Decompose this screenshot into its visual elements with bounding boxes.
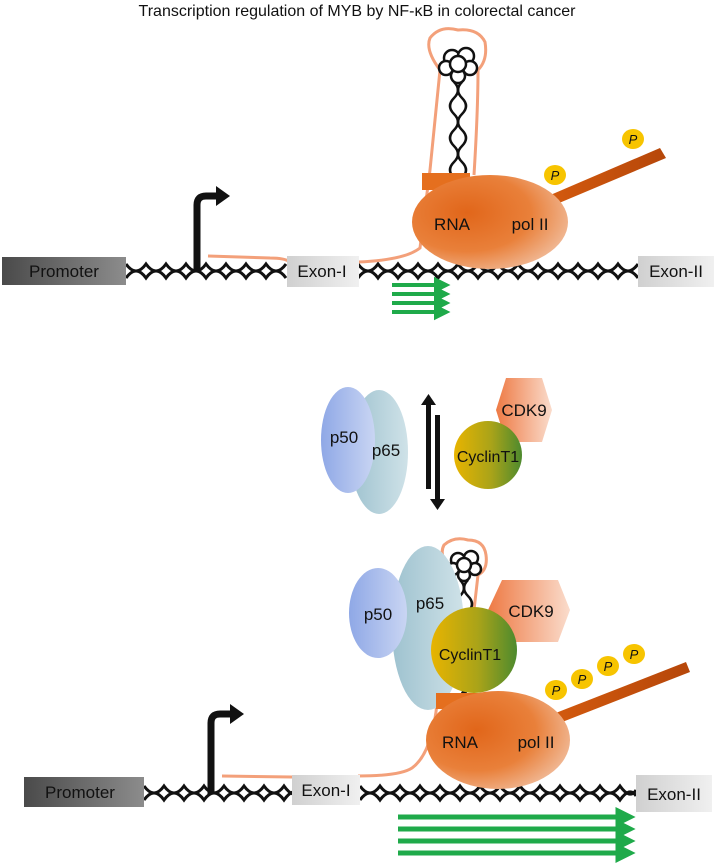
svg-text:P: P [629, 132, 638, 147]
svg-text:P: P [630, 647, 639, 662]
pol2-label: pol II [518, 733, 555, 752]
p65-label: p65 [416, 594, 444, 613]
exon1-label: Exon-I [301, 781, 350, 800]
p50-label: p50 [330, 428, 358, 447]
hairpin-loop [437, 46, 479, 85]
cdk9 [496, 378, 552, 442]
p50-subunit [349, 568, 407, 658]
svg-text:P: P [604, 659, 613, 674]
tss-arrow-head [230, 704, 244, 724]
phosphate: P [622, 129, 644, 149]
pol2-label: pol II [512, 215, 549, 234]
promoter-label: Promoter [45, 783, 115, 802]
tss-arrow [207, 710, 232, 794]
promoter-box [2, 257, 126, 285]
tss-arrow [193, 192, 218, 272]
svg-text:P: P [552, 683, 561, 698]
phosphate: P [544, 165, 566, 185]
hairpin-stem [448, 81, 468, 179]
phosphate: P [545, 680, 567, 700]
p50-label: p50 [364, 605, 392, 624]
middle-panel: p50 p65 CDK9 CyclinT1 [321, 378, 552, 514]
phosphate: P [571, 669, 593, 689]
svg-text:P: P [578, 672, 587, 687]
ctd-tail [548, 662, 690, 726]
cdk9-label: CDK9 [501, 401, 546, 420]
phosphate: P [597, 656, 619, 676]
diagram-title: Transcription regulation of MYB by NF-κB… [138, 3, 576, 20]
p65-label: p65 [372, 441, 400, 460]
ctd-tail [548, 148, 666, 206]
tss-arrow-head [216, 186, 230, 206]
exon2-box [636, 775, 712, 812]
cyclin-label: CyclinT1 [439, 647, 501, 664]
dna-helix [142, 783, 638, 803]
svg-text:P: P [551, 168, 560, 183]
exon1-box [287, 256, 359, 287]
promoter-label: Promoter [29, 262, 99, 281]
rna-label: RNA [434, 215, 471, 234]
exon2-label: Exon-II [649, 262, 703, 281]
cyclin-t1 [431, 607, 517, 693]
exon1-box [292, 775, 360, 805]
rna-label: RNA [442, 733, 479, 752]
top-panel: Promoter Exon-I Exon-II RNA pol II P P [2, 27, 714, 321]
cyclin-t1 [454, 421, 522, 489]
p50-subunit [321, 387, 375, 493]
dna-helix [124, 261, 640, 281]
rna-pol-ii [412, 175, 568, 269]
rna-pol-ii [426, 691, 570, 789]
phosphate: P [623, 644, 645, 664]
exon1-label: Exon-I [297, 262, 346, 281]
exon2-label: Exon-II [647, 785, 701, 804]
transcript-arrows-short [392, 276, 451, 321]
transcript-arrows-long [398, 806, 636, 864]
promoter-box [24, 777, 144, 807]
bottom-panel: p50 p65 CDK9 CyclinT1 Promoter Exon-I Ex… [24, 537, 712, 864]
equilibrium-arrows [421, 394, 445, 510]
cdk9-label: CDK9 [508, 602, 553, 621]
cyclin-label: CyclinT1 [457, 449, 519, 466]
exon2-box [638, 256, 714, 287]
